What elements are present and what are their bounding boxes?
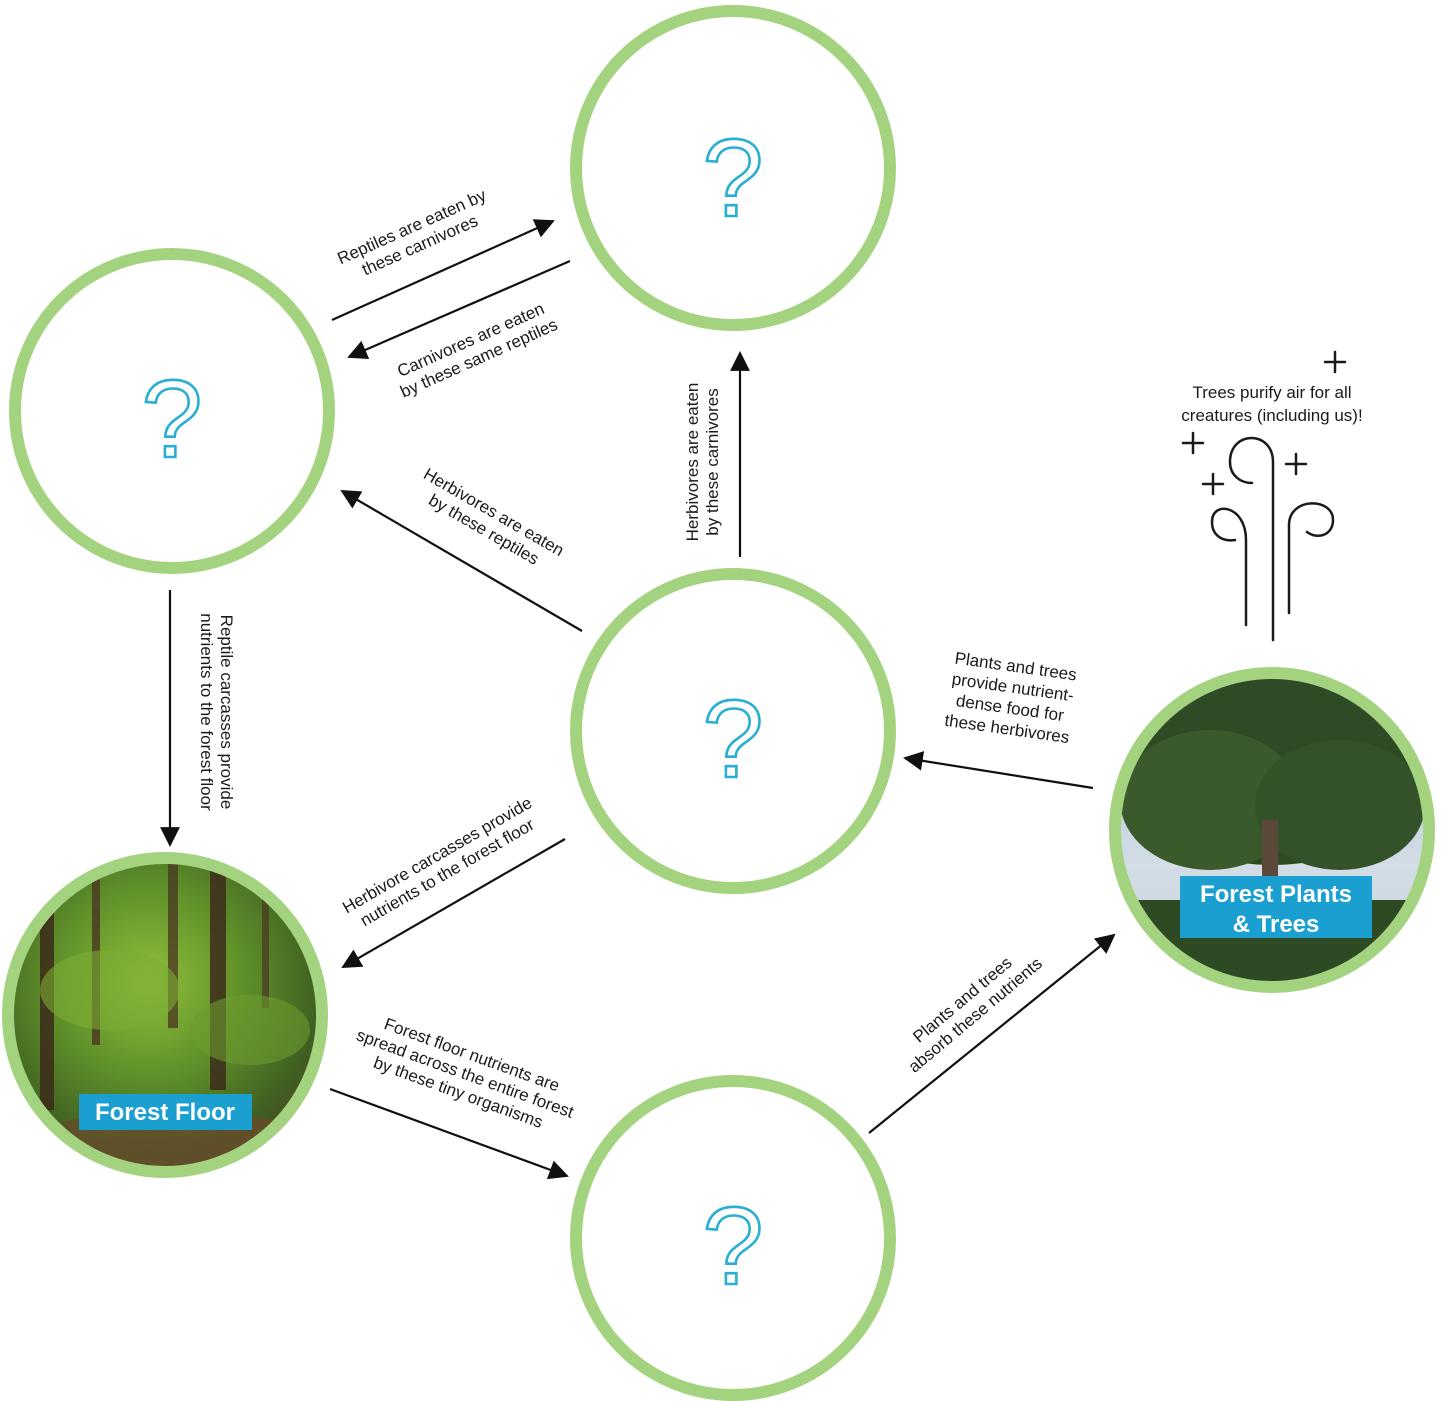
svg-text:nutrients to the forest floor: nutrients to the forest floor — [357, 815, 538, 930]
svg-text:Reptile carcasses provide: Reptile carcasses provide — [217, 615, 236, 810]
arrow-plants-to-herbivores — [903, 751, 1094, 790]
label-reptiles-to-carnivores: Reptiles are eaten by these carnivores — [335, 185, 490, 279]
air-note: Trees purify air for all creatures (incl… — [1181, 383, 1362, 425]
question-mark-icon: ? — [702, 117, 763, 240]
air-note-line1: Trees purify air for all — [1192, 383, 1351, 402]
label-herbivores-to-floor: Herbivore carcasses provide nutrients to… — [339, 793, 538, 930]
label-carnivores-to-reptiles: Carnivores are eaten by these same repti… — [394, 299, 560, 402]
svg-text:Herbivores are eaten: Herbivores are eaten — [683, 383, 702, 542]
arrow-organisms-to-plants — [868, 933, 1116, 1134]
node-herbivores: ? — [570, 568, 896, 894]
air-swirl-icon — [1210, 436, 1335, 642]
arrow-herbivores-to-floor — [341, 838, 566, 968]
svg-text:absorb these nutrients: absorb these nutrients — [905, 954, 1046, 1077]
node-forest-plants: Forest Plants & Trees — [1109, 667, 1435, 993]
label-herbivores-to-reptiles: Herbivores are eaten by these reptiles — [420, 464, 567, 568]
node-reptiles: ? — [9, 248, 335, 574]
arrow-carnivores-to-reptiles — [347, 259, 571, 359]
title-box — [1180, 876, 1372, 938]
svg-text:nutrients to the forest floor: nutrients to the forest floor — [197, 613, 216, 811]
node-forest-floor: Forest Floor — [2, 852, 328, 1178]
question-mark-icon: ? — [141, 358, 202, 481]
forest-plants-title-line2: & Trees — [1233, 911, 1320, 938]
title-box — [79, 1094, 252, 1130]
arrows-layer — [160, 219, 1116, 1180]
sparkle-icon — [1181, 350, 1347, 496]
air-note-line2: creatures (including us)! — [1181, 406, 1362, 425]
label-herbivores-to-carnivores: Herbivores are eaten by these carnivores — [683, 383, 722, 542]
node-tiny-organisms: ? — [570, 1075, 896, 1401]
arrow-herbivores-to-reptiles — [340, 490, 583, 632]
svg-text:by these carnivores: by these carnivores — [703, 388, 722, 535]
label-floor-to-organisms: Forest floor nutrients are spread across… — [354, 1014, 577, 1132]
question-mark-icon: ? — [702, 1185, 763, 1308]
svg-text:Herbivore carcasses provide: Herbivore carcasses provide — [339, 793, 535, 917]
label-plants-to-herbivores: Plants and trees provide nutrient- dense… — [943, 649, 1077, 747]
label-reptiles-to-floor: Reptile carcasses provide nutrients to t… — [197, 613, 236, 811]
node-top-carnivores: ? — [570, 5, 896, 331]
question-mark-icon: ? — [702, 678, 763, 801]
arrow-reptiles-to-carnivores — [331, 219, 555, 322]
forest-plants-title-line1: Forest Plants — [1200, 881, 1352, 908]
arrow-floor-to-organisms — [329, 1087, 569, 1180]
forest-floor-title: Forest Floor — [95, 1099, 235, 1126]
